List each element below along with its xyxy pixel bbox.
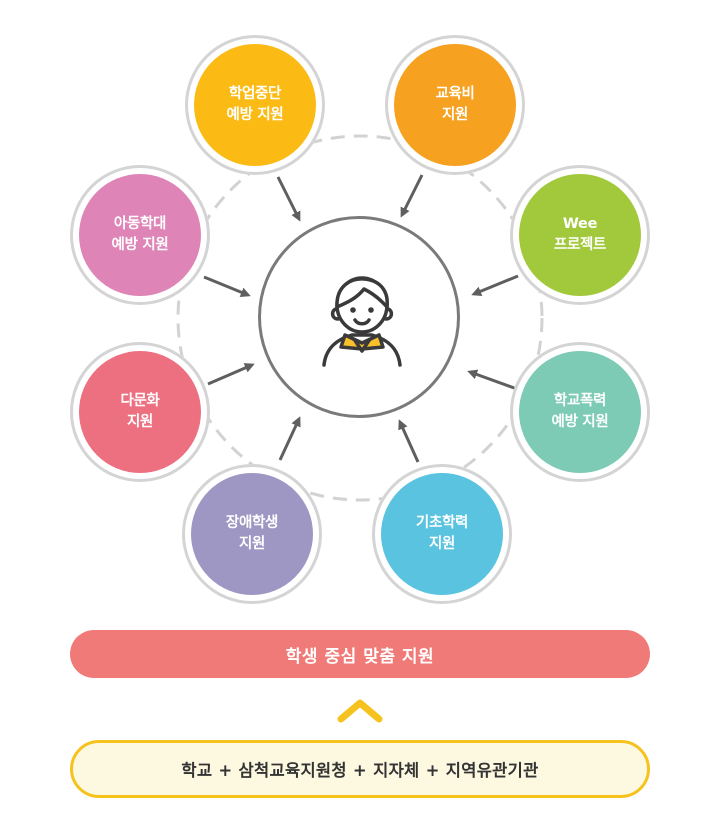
arrow-school-violence	[467, 369, 518, 391]
arrow-dropout	[276, 176, 301, 222]
node-label: 교육비 지원	[435, 86, 475, 123]
diagram-connectors	[176, 134, 544, 502]
node-fill: 기초학력 지원	[381, 473, 503, 595]
node-fill: 학업중단 예방 지원	[194, 44, 316, 166]
node-label: 장애학생 지원	[225, 515, 279, 552]
node-fill: Wee 프로젝트	[519, 174, 641, 296]
node-label: 다문화 지원	[120, 393, 160, 430]
node-label: 기초학력 지원	[415, 515, 469, 552]
node-label: 학교폭력 예방 지원	[551, 393, 609, 430]
node-education-cost: 교육비 지원	[385, 35, 525, 175]
node-basic-skills: 기초학력 지원	[372, 464, 512, 604]
arrow-education-cost	[400, 174, 424, 218]
partners-label: 학교 + 삼척교육지원청 + 지자체 + 지역유관기관	[181, 761, 539, 780]
node-wee: Wee 프로젝트	[510, 165, 650, 305]
node-fill: 아동학대 예방 지원	[79, 174, 201, 296]
node-school-violence: 학교폭력 예방 지원	[510, 342, 650, 482]
student-icon	[322, 276, 402, 367]
node-label: 아동학대 예방 지원	[111, 216, 169, 253]
node-dropout: 학업중단 예방 지원	[185, 35, 325, 175]
arrow-basic-skills	[398, 419, 420, 463]
banner-label: 학생 중심 맞춤 지원	[285, 646, 435, 667]
chevron-up-icon	[337, 699, 383, 723]
arrow-multicultural	[207, 363, 255, 386]
node-fill: 학교폭력 예방 지원	[519, 351, 641, 473]
node-fill: 다문화 지원	[79, 351, 201, 473]
arrow-child-abuse	[203, 275, 251, 297]
partners-box: 학교 + 삼척교육지원청 + 지자체 + 지역유관기관	[70, 740, 650, 798]
node-label: Wee 프로젝트	[553, 216, 607, 253]
arrow-disabled-students	[278, 416, 301, 461]
student-centered-support-banner: 학생 중심 맞춤 지원	[70, 630, 650, 678]
arrow-wee	[471, 274, 519, 296]
node-fill: 교육비 지원	[394, 44, 516, 166]
node-fill: 장애학생 지원	[191, 473, 313, 595]
dashed-ring	[176, 134, 544, 502]
node-disabled-students: 장애학생 지원	[182, 464, 322, 604]
node-label: 학업중단 예방 지원	[226, 86, 284, 123]
student-center-circle	[258, 216, 460, 418]
node-child-abuse: 아동학대 예방 지원	[70, 165, 210, 305]
node-multicultural: 다문화 지원	[70, 342, 210, 482]
